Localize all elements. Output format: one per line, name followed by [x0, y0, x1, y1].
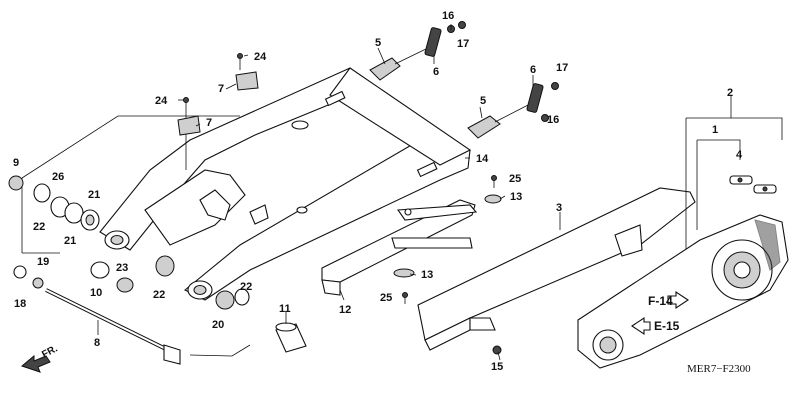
chain-guide: [321, 199, 478, 296]
callout-24b: 24: [155, 95, 168, 107]
callout-22a: 22: [33, 221, 45, 233]
callout-2: 2: [727, 87, 733, 99]
collar-11: [275, 322, 307, 353]
drive-chain: [577, 214, 789, 369]
bearing-set-left: [8, 175, 100, 231]
callout-17b: 17: [556, 62, 568, 74]
diagram-code: MER7−F2300: [687, 363, 751, 375]
callout-7a: 7: [218, 83, 224, 95]
callout-3: 3: [556, 202, 562, 214]
callout-5a: 5: [375, 37, 381, 49]
callout-5b: 5: [480, 95, 486, 107]
callout-15: 15: [491, 361, 503, 373]
callout-16a: 16: [442, 10, 454, 22]
master-link: [729, 175, 777, 194]
callout-13b: 13: [421, 269, 433, 281]
chain-adjuster-upper: [369, 27, 442, 81]
callout-7b: 7: [206, 117, 212, 129]
drive-chain-case: [417, 187, 696, 351]
callout-25a: 25: [509, 173, 521, 185]
callout-22b: 22: [153, 289, 165, 301]
callout-24a: 24: [254, 51, 267, 63]
callout-17a: 17: [457, 38, 469, 50]
callout-23: 23: [116, 262, 128, 274]
callout-8: 8: [94, 337, 100, 349]
callout-10: 10: [90, 287, 102, 299]
callout-26: 26: [52, 171, 64, 183]
callout-13a: 13: [510, 191, 522, 203]
callout-18: 18: [14, 298, 26, 310]
ref-e15: E-15: [654, 319, 680, 333]
callout-21b: 21: [64, 235, 76, 247]
callout-22c: 22: [240, 281, 252, 293]
front-direction-arrow: [20, 354, 51, 373]
callout-14: 14: [476, 153, 489, 165]
ref-f14: F-14: [648, 294, 673, 308]
callout-16b: 16: [547, 114, 559, 126]
callout-6b: 6: [530, 64, 536, 76]
callout-19: 19: [37, 256, 49, 268]
callout-4: 4: [736, 149, 743, 161]
reference-arrows: [631, 290, 689, 336]
front-direction-label: FR.: [40, 343, 60, 360]
callout-20: 20: [212, 319, 224, 331]
swingarm: [99, 67, 472, 301]
callout-9: 9: [13, 157, 19, 169]
chain-adjuster-lower: [467, 83, 544, 139]
pivot-bolt: [13, 265, 181, 365]
callout-11: 11: [279, 303, 291, 315]
callout-21a: 21: [88, 189, 100, 201]
callout-1: 1: [712, 124, 718, 136]
callout-25b: 25: [380, 292, 392, 304]
drive-chain-box: [685, 117, 783, 250]
callout-12: 12: [339, 304, 351, 316]
callout-6a: 6: [433, 66, 439, 78]
